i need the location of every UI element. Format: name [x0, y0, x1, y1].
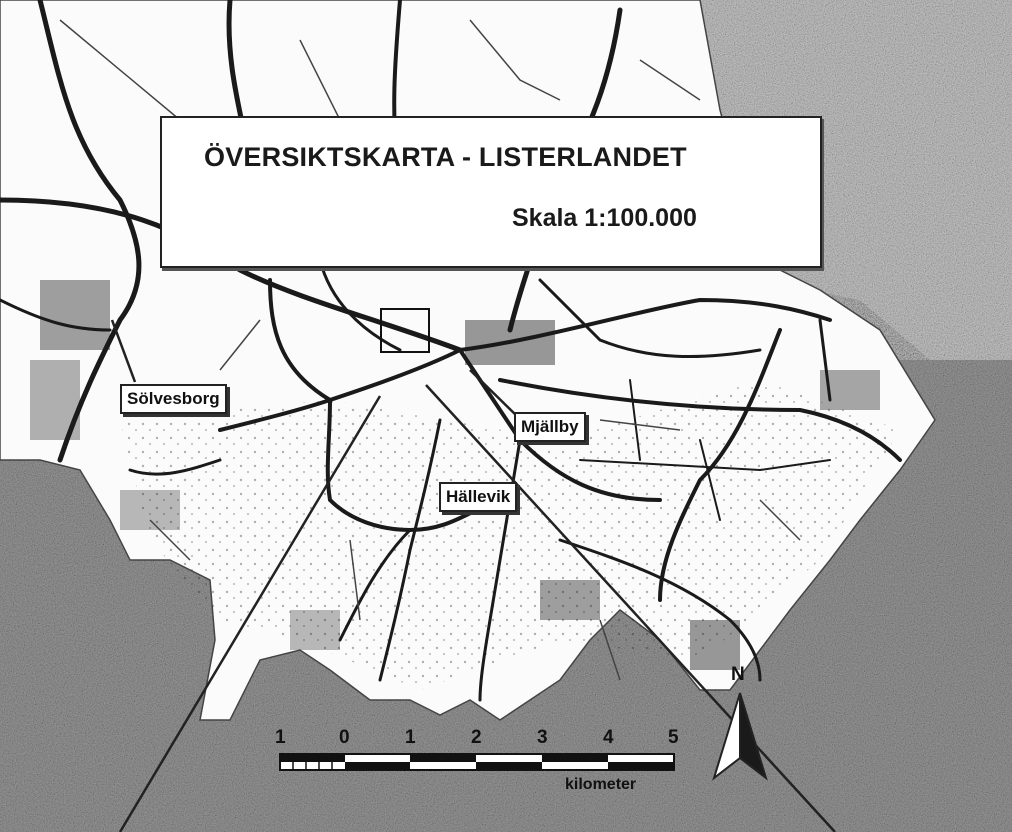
scalebar-tick-label: 1 — [275, 727, 286, 748]
scalebar-tick-label: 0 — [339, 727, 350, 748]
north-arrow-label: N — [731, 664, 745, 685]
leader-lines — [110, 319, 836, 832]
scalebar-tick-label: 3 — [537, 727, 548, 748]
scalebar-tick-label: 4 — [603, 727, 614, 748]
map-title: ÖVERSIKTSKARTA - LISTERLANDET — [204, 142, 687, 172]
scalebar-tick-label: 5 — [668, 727, 679, 748]
scale-bar — [279, 753, 675, 771]
place-label-hallevik[interactable]: Hällevik — [439, 482, 518, 512]
index-rectangle — [380, 308, 430, 353]
map-scale-text: Skala 1:100.000 — [512, 204, 697, 232]
map-title-box: ÖVERSIKTSKARTA - LISTERLANDET Skala 1:10… — [160, 116, 822, 268]
place-label-solvesborg[interactable]: Sölvesborg — [120, 384, 227, 414]
north-arrow-symbol — [712, 692, 768, 781]
scalebar-unit-label: kilometer — [565, 776, 637, 793]
place-label-mjallby[interactable]: Mjällby — [514, 412, 586, 442]
minor-roads — [59, 19, 801, 681]
scalebar-tick-label: 2 — [471, 727, 482, 748]
road-network — [0, 0, 902, 702]
scalebar-tick-label: 1 — [405, 727, 416, 748]
